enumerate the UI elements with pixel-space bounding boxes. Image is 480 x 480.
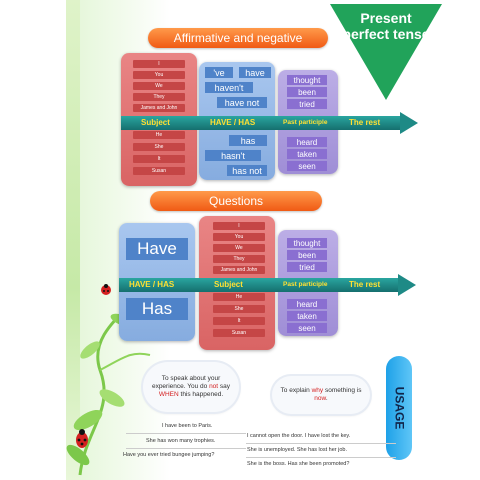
participle-pill: thought (287, 75, 327, 85)
cloud-text: this happened. (178, 391, 224, 398)
cloud-text: To explain (280, 387, 312, 394)
participle-pill: been (287, 87, 327, 97)
cloud-text: . (325, 395, 328, 402)
subject-pill: I (133, 60, 185, 68)
subject-pill: You (133, 71, 185, 79)
participle-pill: taken (287, 311, 327, 321)
band-label-subject: Subject (141, 118, 170, 127)
page-title: Present perfect tense (342, 10, 430, 42)
have-pill: have (239, 67, 271, 78)
example-sentence: Have you ever tried bungee jumping? (123, 452, 215, 458)
example-sentence: I cannot open the door. I have lost the … (247, 433, 351, 439)
example-divider (246, 457, 396, 458)
band-label-participle: Past participle (283, 119, 328, 126)
band-arrow-head (398, 274, 416, 296)
subject-pill: We (213, 244, 265, 252)
subject-pill: We (133, 82, 185, 90)
have-pill: have not (217, 97, 267, 108)
usage-cloud-explain: To explain why something is now. (272, 376, 370, 414)
band-label-rest: The rest (349, 118, 381, 127)
subject-pill: James and John (133, 104, 185, 112)
subject-pill: I (213, 222, 265, 230)
usage-cloud-experience: To speak about your experience. You do n… (143, 362, 239, 412)
participle-pill: heard (287, 137, 327, 147)
example-sentence: I have been to Paris. (162, 423, 213, 429)
cloud-emphasis: why (311, 387, 324, 394)
subject-pill: It (213, 317, 265, 325)
example-divider (126, 448, 246, 449)
subject-pill: James and John (213, 266, 265, 274)
questions-banner: Questions (150, 191, 322, 211)
subject-pill: You (213, 233, 265, 241)
has-pill: hasn't (205, 150, 261, 161)
participle-pill: thought (287, 238, 327, 248)
participle-pill: seen (287, 323, 327, 333)
cloud-emphasis: now (314, 395, 326, 402)
subject-pill: They (213, 255, 265, 263)
question-have-word: Have (126, 238, 188, 260)
usage-pill: USAGE (386, 356, 412, 460)
example-divider (126, 433, 246, 434)
band-label-participle: Past participle (283, 281, 328, 288)
ladybug-icon (76, 429, 88, 448)
cloud-text: something is (323, 387, 362, 394)
have-pill: 've (205, 67, 233, 78)
band-label-have-has: HAVE / HAS (129, 280, 175, 289)
example-sentence: She has won many trophies. (146, 438, 216, 444)
subject-pill: Susan (133, 167, 185, 175)
question-structure-band (119, 278, 399, 292)
subject-pill: He (213, 293, 265, 301)
participle-pill: seen (287, 161, 327, 171)
have-pill: haven't (205, 82, 253, 93)
band-label-have-has: HAVE / HAS (210, 118, 256, 127)
cloud-emphasis: not (209, 383, 219, 390)
example-sentence: She is unemployed. She has lost her job. (247, 447, 347, 453)
title-triangle (330, 4, 442, 100)
subject-pill: She (133, 143, 185, 151)
band-label-subject: Subject (214, 280, 243, 289)
cloud-text: To speak about your experience. You do (151, 375, 221, 390)
usage-cloud-explain-text: To explain why something is now. (280, 387, 362, 403)
example-divider (246, 443, 396, 444)
subject-pill: It (133, 155, 185, 163)
subject-pill: She (213, 305, 265, 313)
affirmative-banner: Affirmative and negative (148, 28, 328, 48)
participle-pill: tried (287, 99, 327, 109)
has-pill: has (229, 135, 267, 146)
participle-pill: been (287, 250, 327, 260)
example-sentence: She is the boss. Has she been promoted? (247, 461, 350, 467)
usage-cloud-experience-text: To speak about your experience. You do n… (151, 375, 231, 399)
green-side-strip (66, 0, 80, 480)
participle-pill: tried (287, 262, 327, 272)
participle-pill: taken (287, 149, 327, 159)
subject-pill: Susan (213, 329, 265, 337)
subject-pill: They (133, 93, 185, 101)
cloud-text: say (218, 383, 231, 390)
band-label-rest: The rest (349, 280, 381, 289)
has-pill: has not (227, 165, 267, 176)
cloud-emphasis: WHEN (158, 391, 179, 398)
participle-pill: heard (287, 299, 327, 309)
structure-band (121, 116, 401, 130)
question-has-word: Has (126, 298, 188, 320)
ladybug-icon (101, 284, 111, 295)
subject-pill: He (133, 131, 185, 139)
band-arrow-head (400, 112, 418, 134)
usage-label: USAGE (392, 386, 406, 430)
